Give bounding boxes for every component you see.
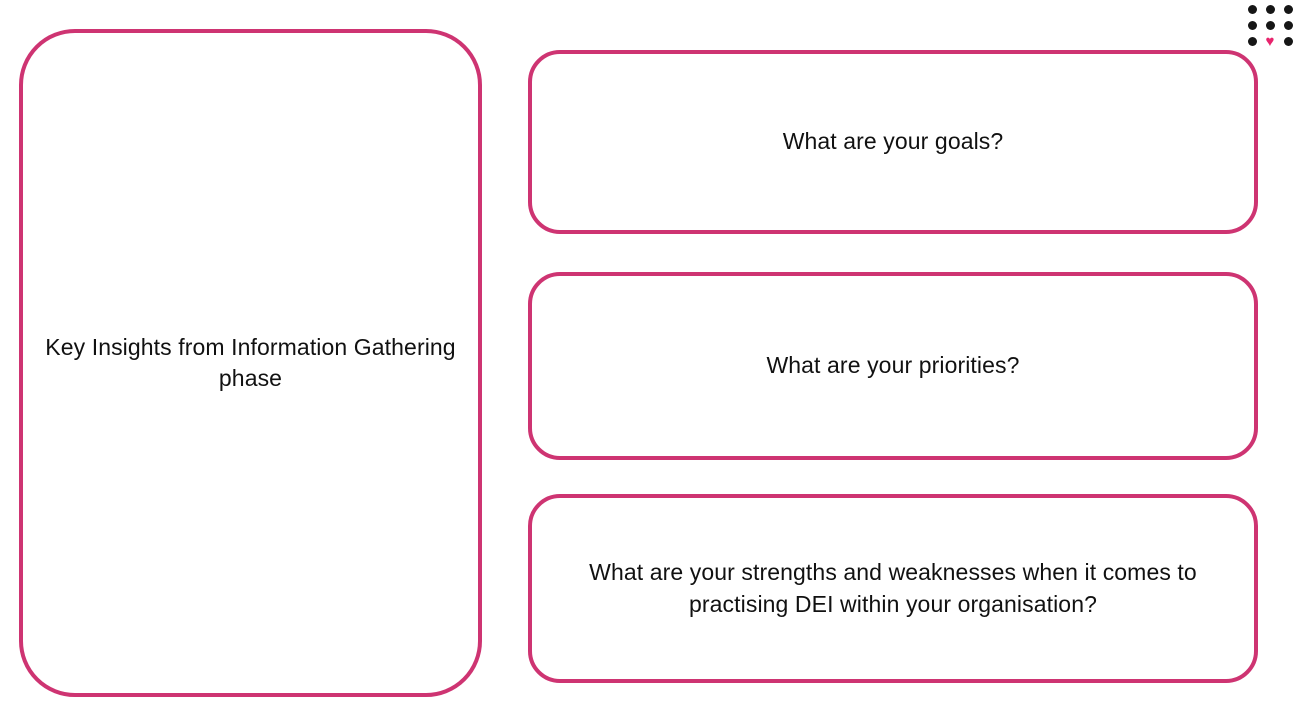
dot-icon bbox=[1247, 20, 1257, 30]
question-strengths-weaknesses-label: What are your strengths and weaknesses w… bbox=[589, 559, 1197, 617]
key-insights-label: Key Insights from Information Gathering … bbox=[45, 333, 456, 391]
question-goals-label: What are your goals? bbox=[782, 128, 1004, 155]
dot-icon bbox=[1265, 4, 1275, 14]
dots-grid-decoration: ♥ bbox=[1243, 1, 1297, 49]
key-insights-box[interactable]: Key Insights from Information Gathering … bbox=[19, 29, 482, 697]
heart-icon: ♥ bbox=[1265, 32, 1275, 50]
dot-icon bbox=[1265, 20, 1275, 30]
dot-icon bbox=[1247, 36, 1257, 46]
question-box-goals[interactable]: What are your goals? bbox=[528, 50, 1258, 234]
dot-icon bbox=[1247, 4, 1257, 14]
dot-icon bbox=[1283, 20, 1293, 30]
dot-icon bbox=[1283, 36, 1293, 46]
question-box-strengths-weaknesses[interactable]: What are your strengths and weaknesses w… bbox=[528, 494, 1258, 683]
dot-icon bbox=[1283, 4, 1293, 14]
question-box-priorities[interactable]: What are your priorities? bbox=[528, 272, 1258, 460]
question-priorities-label: What are your priorities? bbox=[766, 352, 1020, 379]
